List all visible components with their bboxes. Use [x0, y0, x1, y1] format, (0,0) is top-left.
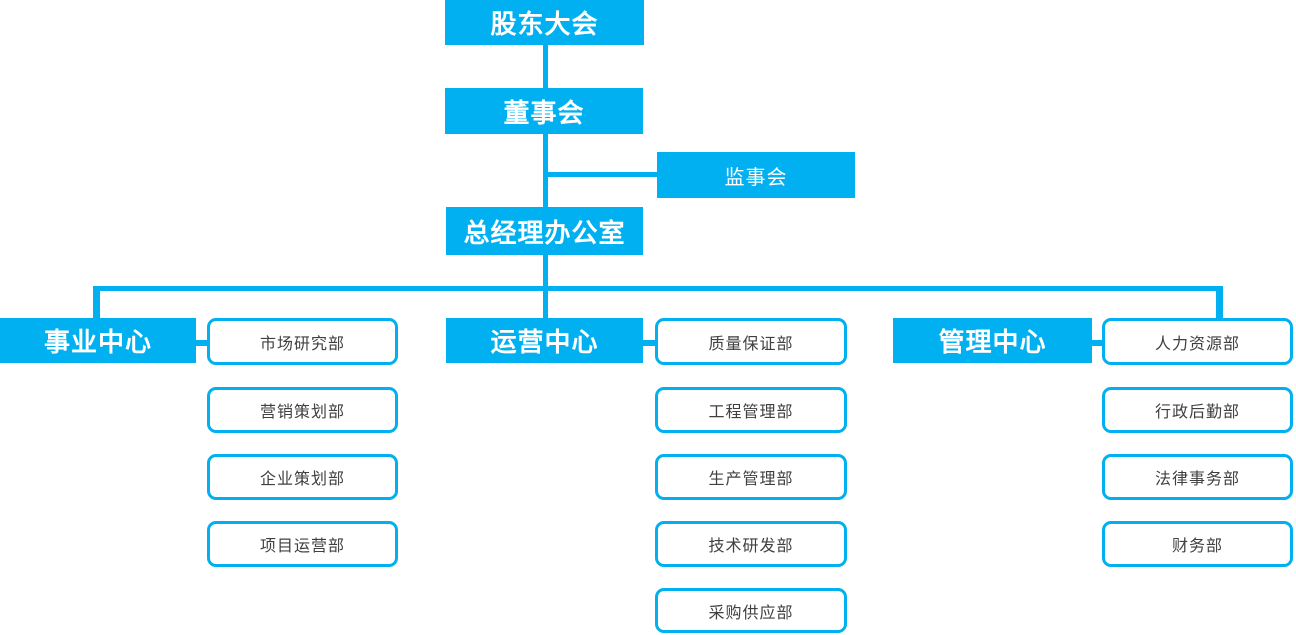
node-board-of-directors: 董事会 [445, 88, 643, 134]
dept-legal-affairs: 法律事务部 [1102, 454, 1293, 500]
dept-marketing-planning: 营销策划部 [207, 387, 398, 433]
dept-market-research: 市场研究部 [207, 318, 398, 365]
connector-shareholders-board [543, 45, 548, 88]
connector-board-gm-office [543, 134, 548, 207]
dept-admin-logistics: 行政后勤部 [1102, 387, 1293, 433]
node-management-center: 管理中心 [893, 318, 1092, 363]
node-operations-center: 运营中心 [446, 318, 643, 363]
dept-quality-assurance: 质量保证部 [655, 318, 847, 365]
connector-operations-center-dept [643, 340, 655, 346]
node-gm-office: 总经理办公室 [446, 207, 643, 255]
node-shareholders-meeting: 股东大会 [445, 0, 644, 45]
node-supervisory-board: 监事会 [657, 152, 855, 198]
connector-distribution-horizontal [93, 286, 1223, 291]
node-business-center: 事业中心 [0, 318, 196, 363]
connector-drop-left [93, 291, 100, 318]
dept-human-resources: 人力资源部 [1102, 318, 1293, 365]
connector-board-supervisory [546, 172, 657, 177]
dept-technology-rnd: 技术研发部 [655, 521, 847, 567]
connector-business-center-dept [196, 340, 207, 346]
dept-procurement-supply: 采购供应部 [655, 588, 847, 633]
dept-project-operations: 项目运营部 [207, 521, 398, 567]
connector-management-center-dept [1092, 340, 1102, 346]
dept-production-management: 生产管理部 [655, 454, 847, 500]
dept-corporate-planning: 企业策划部 [207, 454, 398, 500]
connector-drop-right [1216, 291, 1223, 319]
dept-finance: 财务部 [1102, 521, 1293, 567]
dept-engineering-management: 工程管理部 [655, 387, 847, 433]
